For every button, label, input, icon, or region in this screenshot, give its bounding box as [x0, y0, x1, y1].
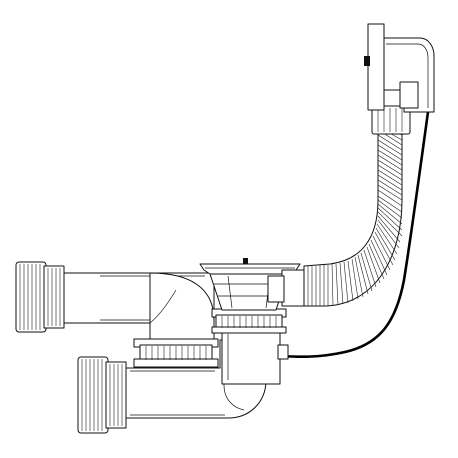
- overflow-head: [364, 23, 435, 113]
- flexible-overflow-hose: [303, 129, 403, 307]
- hose-coupling-nut: [371, 105, 411, 135]
- grate-plug-icon: [243, 258, 248, 264]
- waste-collar-nut: [211, 308, 287, 334]
- trap-union-nut: [133, 338, 219, 368]
- hose-outlet-connector: [267, 269, 305, 307]
- overflow-release-button: [364, 56, 370, 66]
- bowden-cable: [278, 110, 430, 359]
- inlet-nut-lower: [77, 356, 127, 434]
- inlet-nut-upper: [15, 261, 65, 333]
- waste-body: [221, 329, 289, 385]
